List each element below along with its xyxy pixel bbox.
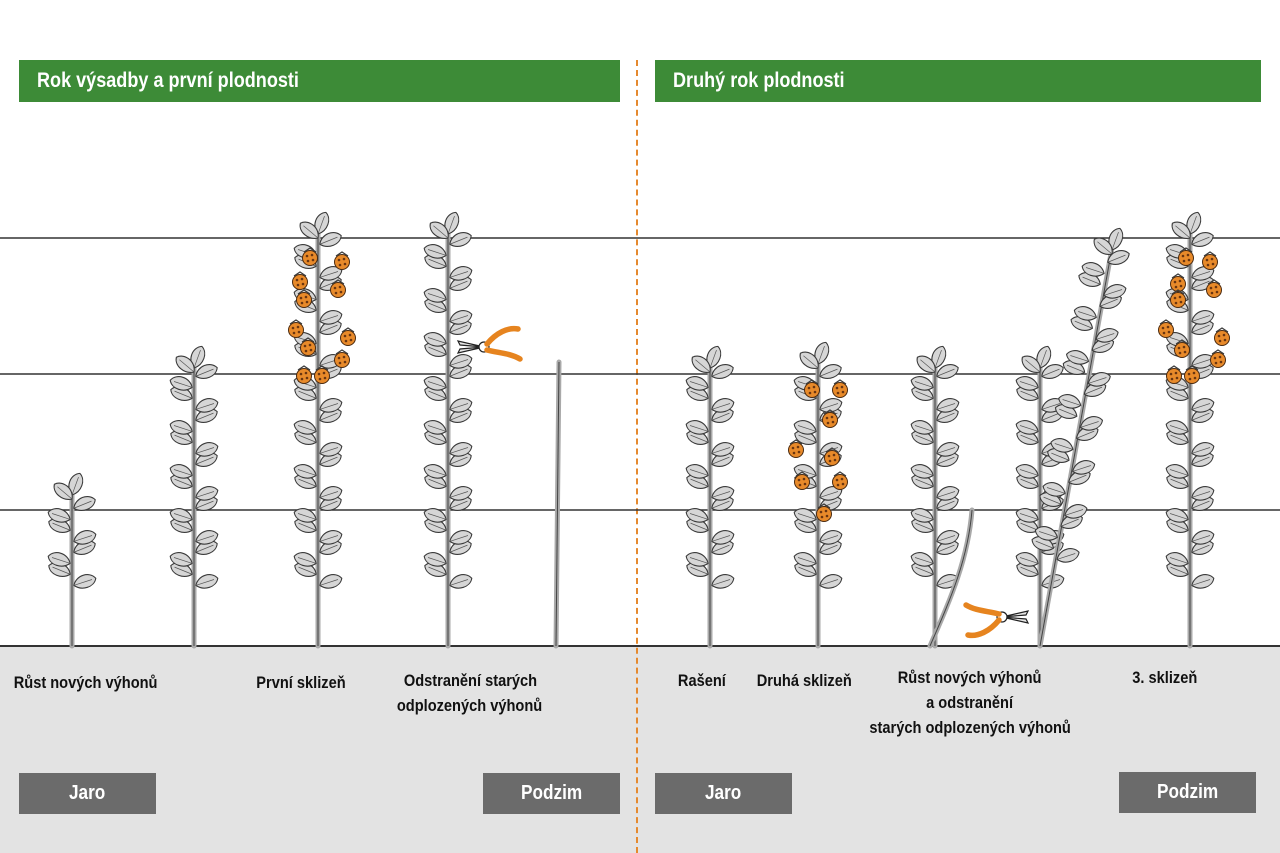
year-divider bbox=[636, 60, 638, 853]
raspberry-cane bbox=[422, 209, 475, 649]
header-second-year-text: Druhý rok plodnosti bbox=[673, 69, 845, 92]
stage-label-second-harvest: Druhá sklizeň bbox=[740, 668, 868, 693]
raspberry-icon bbox=[831, 471, 849, 491]
raspberry-icon bbox=[333, 251, 351, 271]
stage-label-third-harvest: 3. sklizeň bbox=[1110, 665, 1220, 690]
stage-text: První sklizeň bbox=[256, 673, 346, 692]
leaf-icon bbox=[193, 571, 221, 592]
raspberry-cane bbox=[1014, 343, 1067, 649]
raspberry-cane bbox=[46, 470, 99, 649]
season-text: Podzim bbox=[1156, 781, 1219, 803]
leaf-icon bbox=[709, 571, 737, 592]
raspberry-icon bbox=[287, 319, 305, 339]
season-text: Jaro bbox=[705, 782, 742, 804]
raspberry-icon bbox=[295, 365, 313, 385]
ground-area bbox=[0, 646, 1280, 853]
header-second-year: Druhý rok plodnosti bbox=[655, 60, 1261, 102]
stage-label-growth-and-removal: Růst nových výhonů a odstranění starých … bbox=[850, 665, 1090, 740]
raspberry-cane bbox=[168, 343, 221, 649]
leaf-icon bbox=[71, 571, 99, 592]
raspberry-icon bbox=[831, 379, 849, 399]
raspberry-icon bbox=[339, 327, 357, 347]
stage-text: Růst nových výhonů bbox=[898, 668, 1042, 687]
raspberry-icon bbox=[1157, 319, 1175, 339]
stage-label-new-shoots: Růst nových výhonů bbox=[0, 670, 172, 695]
pruning-shears-icon bbox=[458, 329, 520, 359]
season-autumn-second-year: Podzim bbox=[1119, 772, 1256, 813]
header-first-year-text: Rok výsadby a první plodnosti bbox=[37, 69, 299, 92]
raspberry-icon bbox=[1201, 251, 1219, 271]
leaf-icon bbox=[817, 571, 845, 592]
header-first-year: Rok výsadby a první plodnosti bbox=[19, 60, 620, 102]
pruning-shears-icon bbox=[966, 605, 1028, 635]
raspberry-icon bbox=[1213, 327, 1231, 347]
raspberry-icon bbox=[1209, 349, 1227, 369]
leaf-icon bbox=[447, 571, 475, 592]
season-spring-first-year: Jaro bbox=[19, 773, 156, 814]
old-stem-second-year bbox=[927, 507, 975, 649]
stage-label-remove-old: Odstranění starých odplozených výhonů bbox=[380, 668, 560, 718]
plants-group bbox=[46, 209, 1231, 649]
stage-text: Druhá sklizeň bbox=[756, 671, 852, 690]
stage-text: Rašení bbox=[678, 671, 726, 690]
leaf-icon bbox=[317, 571, 345, 592]
season-text: Podzim bbox=[520, 782, 583, 804]
raspberry-cane bbox=[1030, 225, 1132, 649]
cut-stem-first-year bbox=[553, 359, 562, 649]
season-autumn-first-year: Podzim bbox=[483, 773, 620, 814]
season-text: Jaro bbox=[69, 782, 106, 804]
raspberry-icon bbox=[333, 349, 351, 369]
stage-text: Odstranění starých bbox=[403, 671, 537, 690]
stage-text: a odstranění bbox=[926, 693, 1014, 712]
stage-text: odplozených výhonů bbox=[397, 696, 543, 715]
raspberry-icon bbox=[291, 271, 309, 291]
stage-label-first-harvest: První sklizeň bbox=[236, 670, 366, 695]
raspberry-icon bbox=[1169, 273, 1187, 293]
stage-text: 3. sklizeň bbox=[1132, 668, 1198, 687]
stage-text: starých odplozených výhonů bbox=[869, 718, 1071, 737]
stage-text: Růst nových výhonů bbox=[14, 673, 158, 692]
leaf-icon bbox=[1189, 571, 1217, 592]
raspberry-cane bbox=[684, 343, 737, 649]
raspberry-icon bbox=[1165, 365, 1183, 385]
raspberry-cane bbox=[287, 209, 357, 649]
raspberry-cane bbox=[787, 339, 849, 649]
raspberry-cane bbox=[909, 343, 962, 649]
season-spring-second-year: Jaro bbox=[655, 773, 792, 814]
stage-label-budding: Rašení bbox=[662, 668, 742, 693]
raspberry-cane bbox=[1157, 209, 1231, 649]
leaf-icon bbox=[816, 360, 844, 383]
